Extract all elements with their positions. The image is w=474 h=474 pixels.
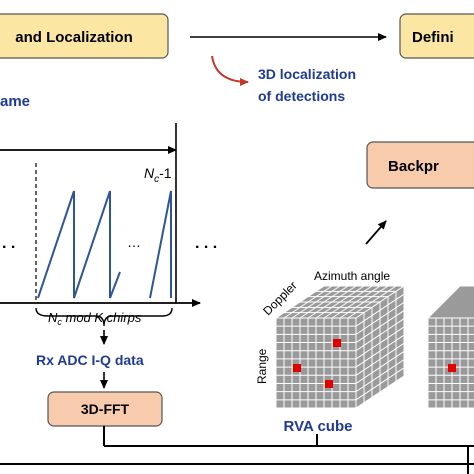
localization-curved-arrow xyxy=(211,55,249,86)
chirp-ramp-group-1 xyxy=(37,190,121,299)
cube-grid-line xyxy=(355,310,405,343)
detection-cell xyxy=(333,339,341,347)
cube-grid-line xyxy=(355,318,405,352)
cube-grid-line xyxy=(355,367,405,401)
rx-adc-label: Rx ADC I-Q data xyxy=(36,352,144,368)
detection-cell xyxy=(448,364,456,372)
detection-cell xyxy=(325,380,333,388)
ellipsis-left: . . xyxy=(2,235,15,252)
cube-grid-line xyxy=(355,334,405,368)
cube-grid-line xyxy=(355,359,405,393)
mod-k-chirps-label: Nc mod K chirps xyxy=(48,310,142,327)
localization-label-line2: of detections xyxy=(258,88,345,104)
chirp-ramps xyxy=(37,190,172,299)
ellipsis-right: . . . xyxy=(195,235,217,252)
chirp-ramp-last xyxy=(149,190,172,299)
fft-box: 3D-FFT xyxy=(47,391,163,427)
detection-localization-label: and Localization xyxy=(15,29,133,46)
frame-label: ame xyxy=(0,93,30,110)
detection-localization-box: and Localization xyxy=(0,13,169,59)
rva-cube-second xyxy=(426,285,474,409)
fft-label: 3D-FFT xyxy=(81,401,130,417)
localization-label-line1: 3D localization xyxy=(258,66,356,82)
backprojection-arrow xyxy=(365,220,387,245)
backprojection-box: Backpr xyxy=(366,141,474,189)
definition-box: Defini xyxy=(399,13,474,59)
definition-label: Defini xyxy=(412,29,454,46)
rva-cube-label: RVA cube xyxy=(284,418,353,435)
cube-grid-line xyxy=(355,326,405,360)
detection-cell xyxy=(293,364,301,372)
backprojection-label: Backpr xyxy=(388,158,439,175)
cube-grid-line xyxy=(355,342,405,376)
rva-cube xyxy=(274,285,406,409)
range-axis-label: Range xyxy=(255,348,269,384)
cube-grid-line xyxy=(355,351,405,384)
chirp-brace xyxy=(35,307,173,327)
ellipsis-mid: … xyxy=(127,234,141,250)
cube-grid-line xyxy=(355,293,405,327)
chirp-plot: Nc-1 . . … . . . Nc mod K chirps xyxy=(0,123,217,327)
azimuth-axis-label: Azimuth angle xyxy=(314,269,390,283)
nc-minus-1-label: Nc-1 xyxy=(144,165,172,185)
cube-grid-line xyxy=(355,301,405,335)
